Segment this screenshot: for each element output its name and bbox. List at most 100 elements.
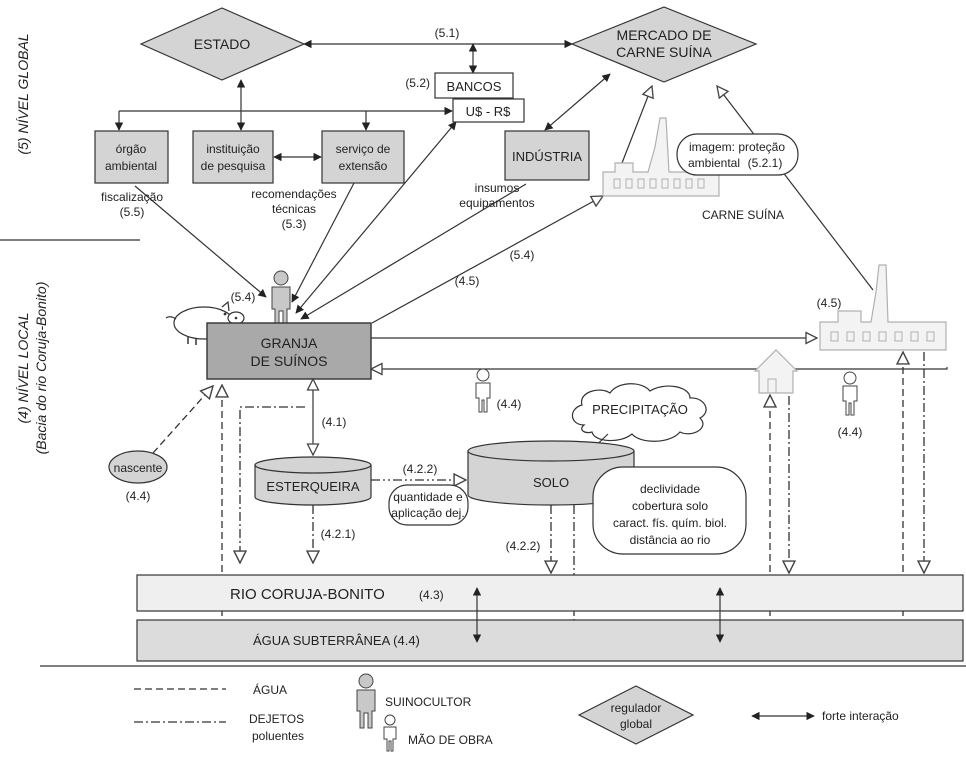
insumos-label-1: insumos [475, 181, 520, 195]
house-icon [753, 349, 799, 394]
svg-text:regulador: regulador [611, 701, 662, 715]
granja-node: GRANJA DE SUÍNOS [206, 322, 372, 380]
svg-text:RIO CORUJA-BONITO: RIO CORUJA-BONITO [230, 586, 385, 603]
legend: ÁGUA DEJETOS poluentes SUINOCULTOR MÃO D… [134, 673, 899, 752]
legend-regulador-icon: regulador global [577, 685, 695, 745]
svg-text:ambiental: ambiental [105, 159, 157, 173]
svg-text:PRECIPITAÇÃO: PRECIPITAÇÃO [592, 402, 688, 417]
code-5-4-a: (5.4) [510, 248, 535, 262]
suinocultor-person-icon [271, 270, 291, 328]
local-factory-mercado-link [717, 86, 874, 291]
legend-agua-label: ÁGUA [253, 682, 287, 697]
level-local-sublabel: (Bacia do rio Coruja-Bonito) [33, 282, 49, 455]
legend-dejetos-label-2: poluentes [252, 729, 304, 743]
solo-properties-bubble: declividade cobertura solo caract. fís. … [592, 466, 747, 555]
svg-text:BANCOS: BANCOS [447, 79, 502, 94]
imagem-bubble: imagem: proteção ambiental (5.2.1) [676, 133, 799, 176]
fiscalizacao-code: (5.5) [120, 205, 145, 219]
code-5-1: (5.1) [435, 26, 460, 40]
svg-text:INDÚSTRIA: INDÚSTRIA [512, 149, 582, 164]
svg-text:quantidade e: quantidade e [393, 490, 463, 504]
svg-text:SOLO: SOLO [533, 475, 569, 490]
carne-suina-label: CARNE SUÍNA [702, 207, 784, 222]
recomendacoes-code: (5.3) [282, 217, 307, 231]
svg-text:de pesquisa: de pesquisa [201, 159, 266, 173]
svg-text:nascente: nascente [114, 461, 163, 475]
code-4-2-1: (4.2.1) [321, 527, 356, 541]
svg-text:MERCADO DE: MERCADO DE [617, 27, 712, 43]
rio-node: RIO CORUJA-BONITO (4.3) [136, 574, 964, 612]
quantidade-bubble: quantidade e aplicação dej. [388, 484, 469, 526]
svg-text:ESTERQUEIRA: ESTERQUEIRA [266, 479, 360, 494]
factory-granja-return-link [371, 367, 948, 369]
industria-granja-link [300, 183, 527, 320]
servico-granja-link [291, 182, 355, 303]
granja-factory-global-link [371, 196, 603, 324]
code-4-4-a: (4.4) [497, 397, 522, 411]
svg-text:imagem: proteção: imagem: proteção [689, 140, 785, 154]
legend-forte-label: forte interação [822, 709, 899, 723]
industria-mercado-link [544, 73, 611, 131]
legend-mao-de-obra-icon [383, 714, 397, 752]
legend-dejetos-label-1: DEJETOS [249, 712, 304, 726]
svg-text:U$ - R$: U$ - R$ [466, 104, 512, 119]
bancos-node: BANCOS [434, 72, 514, 99]
code-4-4-b: (4.4) [838, 425, 863, 439]
code-4-4-c: (4.4) [126, 489, 151, 503]
instituicao-pesquisa-node: instituição de pesquisa [192, 130, 274, 184]
esterqueira-node: ESTERQUEIRA [254, 456, 372, 506]
svg-text:global: global [620, 717, 652, 731]
svg-text:ESTADO: ESTADO [194, 36, 251, 52]
nascente-granja-link [152, 386, 213, 454]
code-4-1: (4.1) [322, 415, 347, 429]
legend-suinocultor-label: SUINOCULTOR [385, 695, 472, 709]
orgao-ambiental-node: órgão ambiental [94, 130, 169, 184]
cambio-node: U$ - R$ [452, 98, 525, 123]
agua-subterranea-node: ÁGUA SUBTERRÂNEA (4.4) [136, 619, 964, 662]
estado-node: ESTADO [139, 7, 306, 81]
svg-text:aplicação dej.: aplicação dej. [391, 506, 464, 520]
svg-text:cobertura solo: cobertura solo [632, 499, 708, 513]
recomendacoes-label-2: técnicas [272, 202, 316, 216]
slaughterhouse-factory-icon [819, 264, 947, 351]
precipitacao-cloud: PRECIPITAÇÃO [571, 383, 707, 442]
granja-rio-dejetos-link [240, 406, 305, 563]
svg-text:serviço de: serviço de [336, 142, 391, 156]
legend-mao-de-obra-label: MÃO DE OBRA [408, 733, 493, 747]
mercado-node: MERCADO DE CARNE SUÍNA [570, 6, 758, 83]
recomendacoes-label-1: recomendações [251, 187, 336, 201]
worker-person-icon-2 [842, 371, 858, 416]
svg-text:GRANJA: GRANJA [261, 335, 318, 351]
code-4-2-2-b: (4.2.2) [506, 539, 541, 553]
insumos-label-2: equipamentos [459, 196, 534, 210]
worker-person-icon-1 [475, 368, 491, 413]
industria-node: INDÚSTRIA [504, 130, 590, 181]
nascente-node: nascente [108, 450, 168, 484]
code-4-5-a: (4.5) [455, 274, 480, 288]
code-5-4-b: (5.4) [231, 290, 256, 304]
svg-text:ambiental: ambiental [688, 156, 740, 170]
servico-extensao-node: serviço de extensão [321, 130, 405, 184]
svg-text:distância ao rio: distância ao rio [630, 533, 711, 547]
legend-suinocultor-icon [356, 673, 376, 729]
svg-text:(4.3): (4.3) [419, 588, 444, 602]
svg-text:declividade: declividade [640, 482, 700, 496]
code-5-2: (5.2) [405, 76, 430, 90]
svg-text:caract. fís. quím. biol.: caract. fís. quím. biol. [613, 516, 727, 530]
level-local-label: (4) NÍVEL LOCAL [15, 312, 31, 423]
level-global-label: (5) NÍVEL GLOBAL [15, 33, 31, 154]
svg-text:CARNE SUÍNA: CARNE SUÍNA [616, 44, 712, 60]
svg-text:(5.2.1): (5.2.1) [748, 156, 783, 170]
solo-node: SOLO [467, 440, 635, 506]
code-4-5-b: (4.5) [817, 296, 842, 310]
svg-text:DE SUÍNOS: DE SUÍNOS [250, 353, 327, 369]
fiscalizacao-label: fiscalização [101, 190, 163, 204]
factory-mercado-link [621, 86, 652, 164]
svg-text:órgão: órgão [116, 142, 147, 156]
code-4-2-2-a: (4.2.2) [403, 462, 438, 476]
svg-text:ÁGUA SUBTERRÂNEA (4.4): ÁGUA SUBTERRÂNEA (4.4) [253, 633, 420, 648]
cambio-granja-link [295, 121, 457, 314]
svg-text:extensão: extensão [339, 159, 388, 173]
orgao-granja-link [134, 185, 267, 298]
